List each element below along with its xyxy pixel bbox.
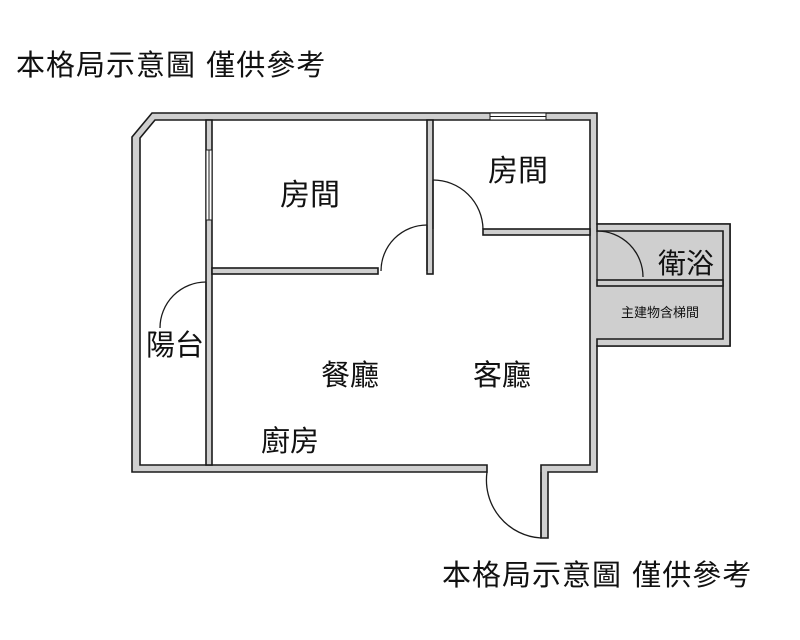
windows: [205, 112, 547, 221]
label-kitchen: 廚房: [261, 424, 319, 458]
doors: [159, 179, 644, 539]
label-living: 客廳: [473, 358, 531, 392]
bath-stair-divider: [596, 279, 724, 287]
bedroom1-bottom-wall: [211, 267, 379, 275]
label-balcony: 陽台: [146, 328, 204, 362]
walls: [131, 112, 731, 539]
label-bedroom-1: 房間: [280, 178, 340, 213]
caption-top: 本格局示意圖 僅供參考: [16, 48, 327, 82]
caption-bottom: 本格局示意圖 僅供參考: [442, 558, 753, 592]
room-labels: 房間 房間 衛浴 主建物含梯間 陽台 餐廳 客廳 廚房: [146, 154, 714, 458]
label-stairwell: 主建物含梯間: [621, 305, 699, 321]
bedroom2-bottom-wall: [482, 228, 591, 236]
label-bedroom-2: 房間: [488, 154, 548, 189]
label-dining: 餐廳: [321, 358, 379, 392]
bathroom-wall: [596, 223, 731, 347]
bedroom-divider-wall: [426, 119, 434, 275]
label-bathroom: 衛浴: [658, 247, 714, 280]
